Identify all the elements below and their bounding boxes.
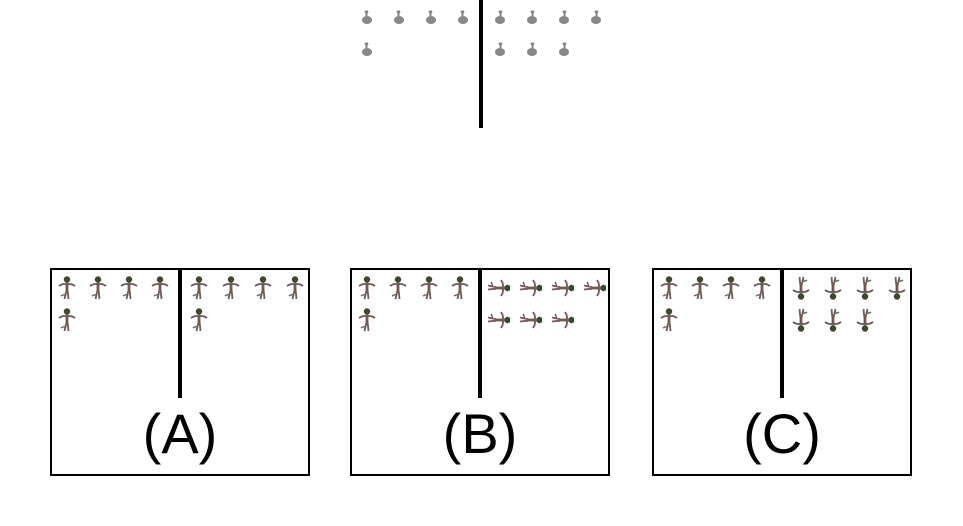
option-b-right-figure-icon xyxy=(551,275,575,306)
question-divider xyxy=(479,0,483,128)
option-c-left-figure-icon xyxy=(658,275,680,306)
question-right-figure-icon xyxy=(489,36,511,67)
option-b-left-figure-icon xyxy=(449,275,471,306)
option-b-label: (B) xyxy=(442,402,518,465)
option-b-right-figure-icon xyxy=(583,275,607,306)
option-b-divider xyxy=(478,270,482,398)
question-left-figure-icon xyxy=(452,4,474,35)
option-c-right-figure-icon xyxy=(886,275,908,306)
option-a-divider xyxy=(178,270,182,398)
option-c-left-figure-icon xyxy=(751,275,773,306)
option-b-left-figure-icon xyxy=(387,275,409,306)
question-right-figure-icon xyxy=(585,4,607,35)
question-left-figure-icon xyxy=(356,36,378,67)
question-right-figure-icon xyxy=(521,4,543,35)
question-left-figure-icon xyxy=(388,4,410,35)
option-c-label: (C) xyxy=(743,402,821,465)
option-a-left-figure-icon xyxy=(56,307,78,338)
option-c-right-figure-icon xyxy=(790,275,812,306)
option-c-left-figure-icon xyxy=(720,275,742,306)
option-c-left-figure-icon xyxy=(658,307,680,338)
question-right-figure-icon xyxy=(521,36,543,67)
option-b-left-figure-icon xyxy=(356,275,378,306)
option-c-left-figure-icon xyxy=(689,275,711,306)
question-left-figure-icon xyxy=(420,4,442,35)
option-a-right-figure-icon xyxy=(188,275,210,306)
option-a-left-figure-icon xyxy=(149,275,171,306)
option-c-right-figure-icon xyxy=(822,307,844,338)
option-a-right-figure-icon xyxy=(188,307,210,338)
question-left-figure-icon xyxy=(356,4,378,35)
option-a-left-figure-icon xyxy=(87,275,109,306)
option-a[interactable]: (A) xyxy=(50,268,310,476)
option-a-label: (A) xyxy=(142,402,218,465)
option-c-right-figure-icon xyxy=(854,275,876,306)
question-panel xyxy=(340,0,620,130)
question-right-figure-icon xyxy=(553,4,575,35)
option-c-right-figure-icon xyxy=(790,307,812,338)
option-c[interactable]: (C) xyxy=(652,268,912,476)
option-b-right-figure-icon xyxy=(519,275,543,306)
question-right-figure-icon xyxy=(553,36,575,67)
option-b-right-figure-icon xyxy=(551,307,575,338)
option-a-right-figure-icon xyxy=(220,275,242,306)
option-a-left-figure-icon xyxy=(118,275,140,306)
question-right-figure-icon xyxy=(489,4,511,35)
option-c-right-figure-icon xyxy=(854,307,876,338)
option-a-right-figure-icon xyxy=(252,275,274,306)
option-b-right-figure-icon xyxy=(487,275,511,306)
option-b-left-figure-icon xyxy=(356,307,378,338)
option-b[interactable]: (B) xyxy=(350,268,610,476)
option-a-right-figure-icon xyxy=(284,275,306,306)
option-c-divider xyxy=(780,270,784,398)
option-b-right-figure-icon xyxy=(487,307,511,338)
option-b-right-figure-icon xyxy=(519,307,543,338)
option-b-left-figure-icon xyxy=(418,275,440,306)
option-a-left-figure-icon xyxy=(56,275,78,306)
option-c-right-figure-icon xyxy=(822,275,844,306)
